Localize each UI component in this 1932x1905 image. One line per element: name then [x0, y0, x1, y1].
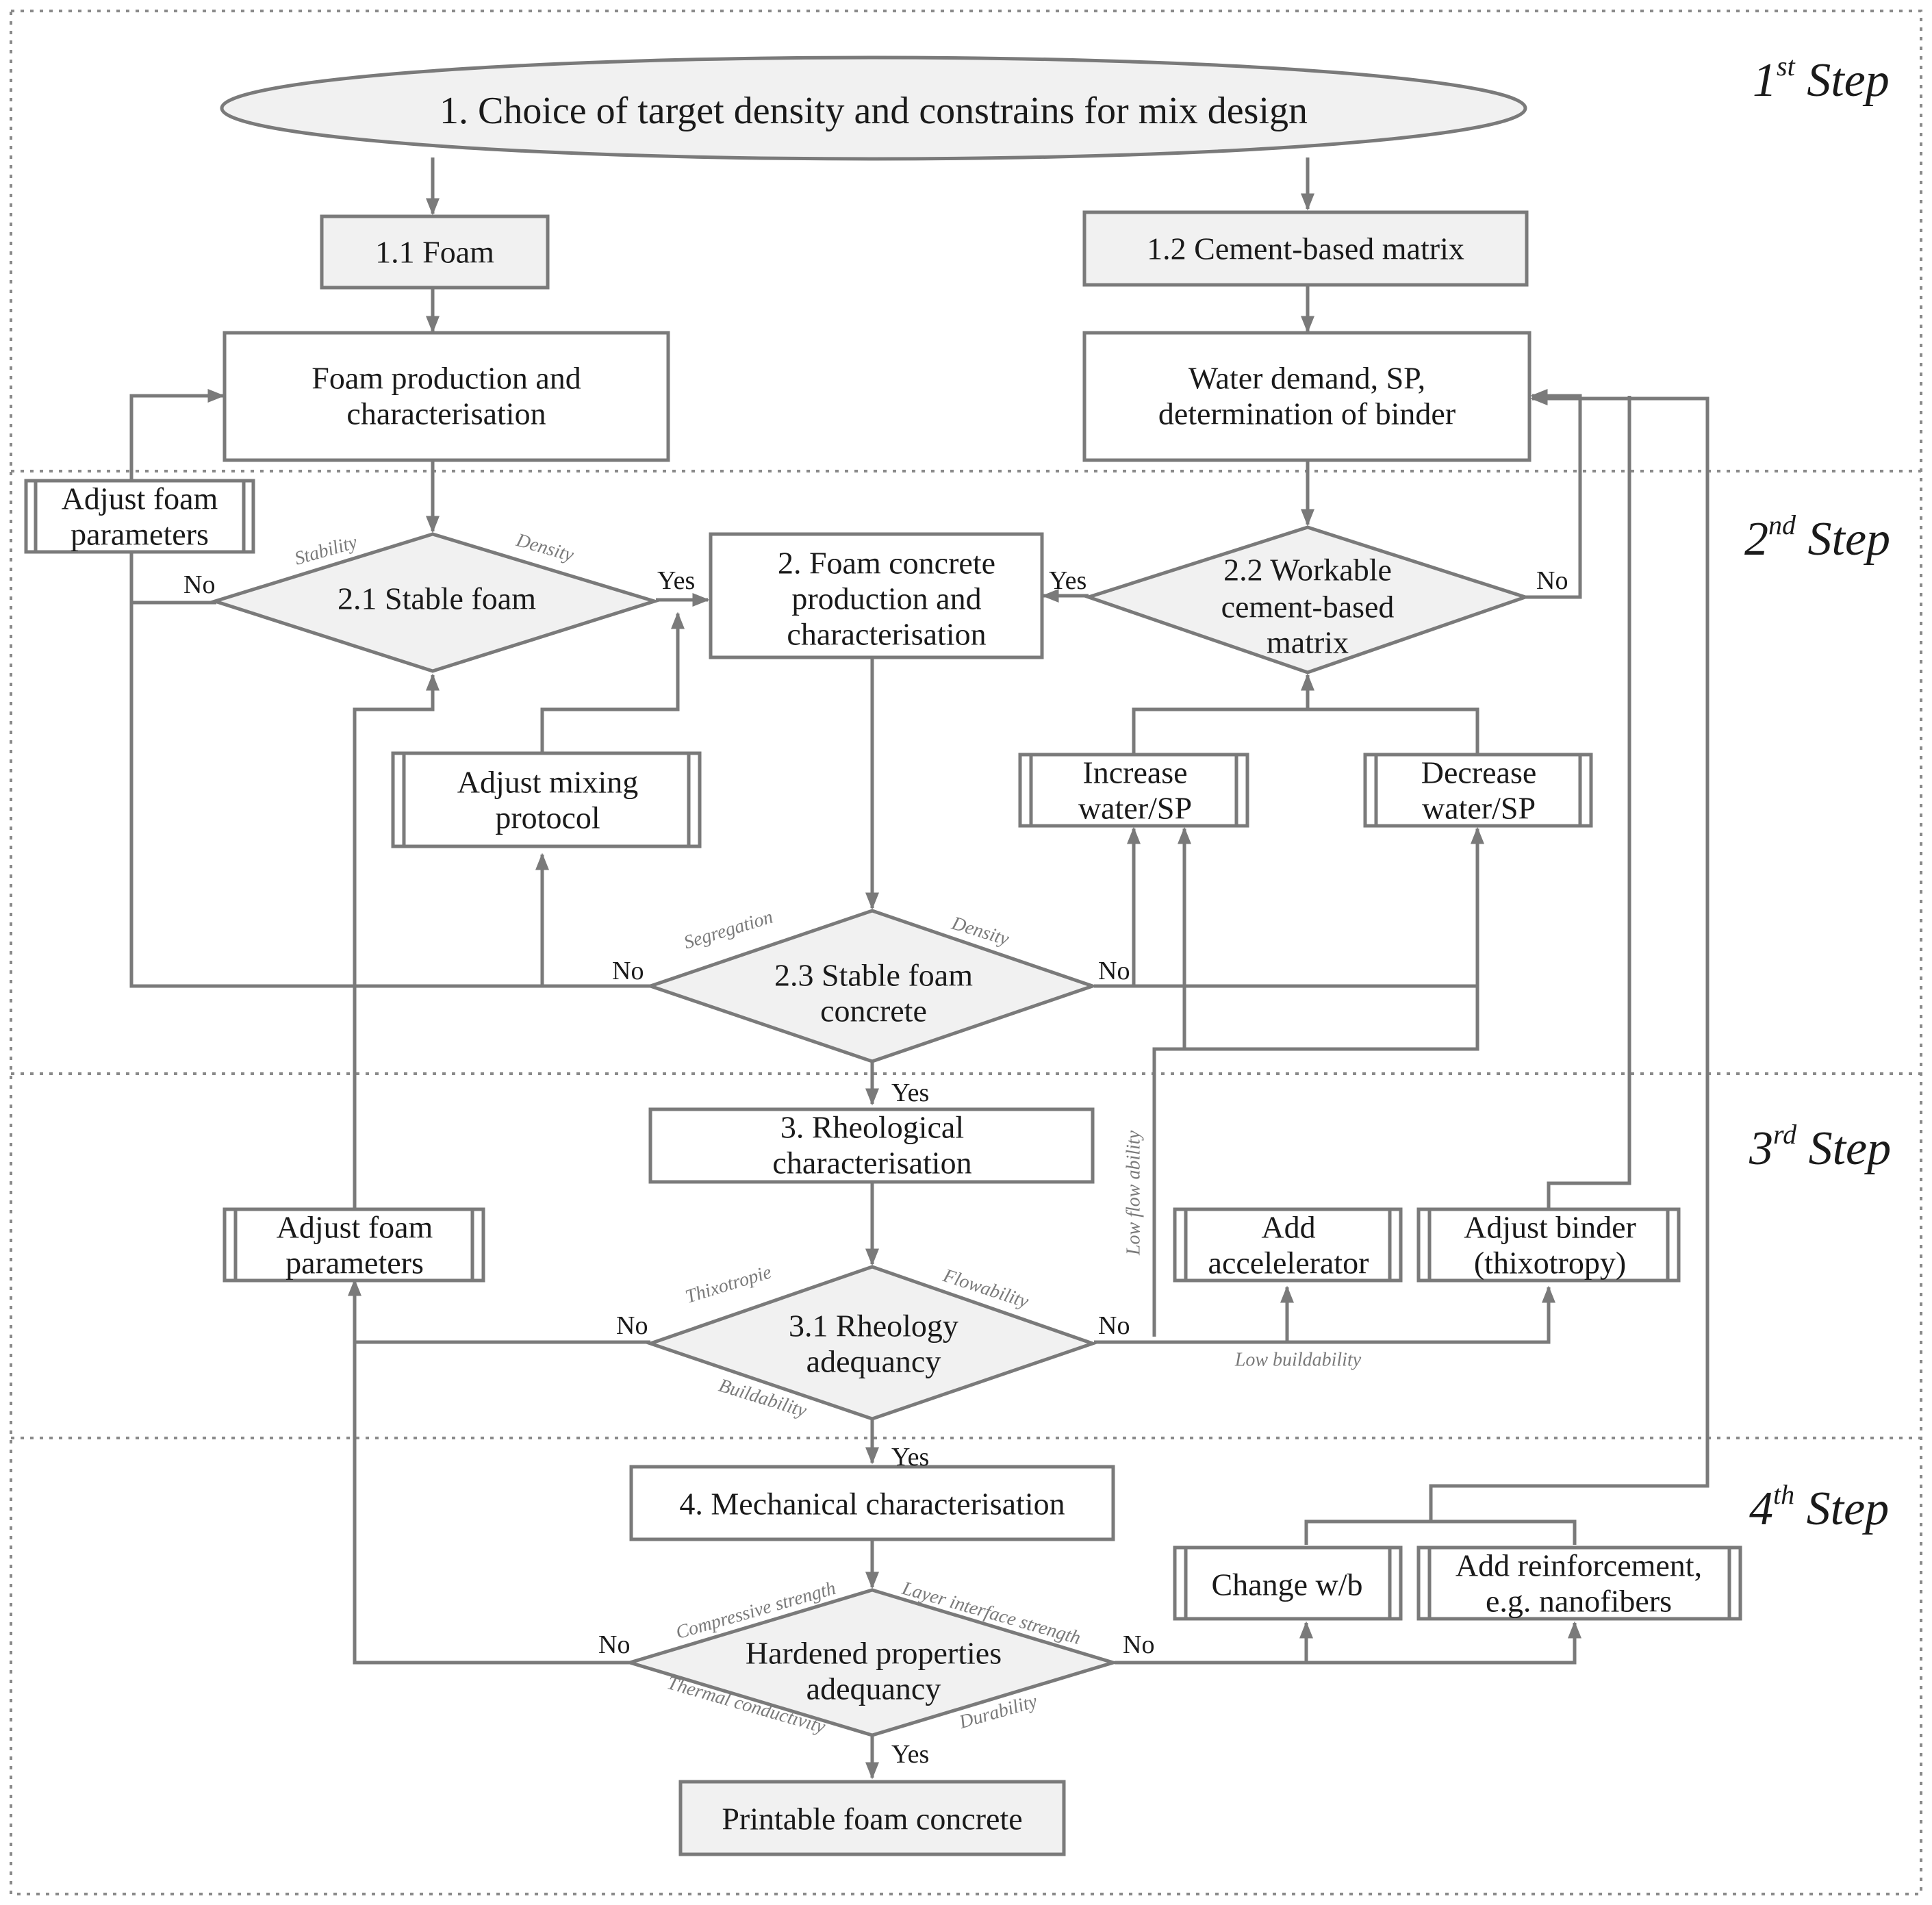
svg-text:1.2 Cement-based matrix: 1.2 Cement-based matrix — [1147, 231, 1464, 266]
foam-production-box: Foam production and characterisation — [223, 331, 670, 462]
svg-text:3. Rheological: 3. Rheological — [780, 1110, 964, 1145]
stable-foam-concrete-decision: 2.3 Stable foam concrete — [645, 909, 1098, 1063]
svg-text:Water demand, SP,: Water demand, SP, — [1189, 361, 1425, 396]
svg-text:Printable foam concrete: Printable foam concrete — [722, 1802, 1022, 1837]
label-thixotropie: Thixotropie — [683, 1261, 774, 1308]
svg-text:matrix: matrix — [1267, 625, 1349, 660]
svg-text:Adjust binder: Adjust binder — [1464, 1210, 1636, 1245]
rheological-characterisation-box: 3. Rheological characterisation — [648, 1107, 1095, 1184]
step-4-label: 4th Step — [1749, 1479, 1889, 1535]
step-3-label: 3rd Step — [1749, 1119, 1891, 1175]
adjust-foam-params-box-2: Adjust foam parameters — [223, 1207, 485, 1283]
svg-text:2.1 Stable foam: 2.1 Stable foam — [338, 581, 536, 616]
label-segregation: Segregation — [681, 907, 775, 954]
label-yes-2-2: Yes — [1049, 566, 1086, 595]
svg-text:Add reinforcement,: Add reinforcement, — [1456, 1548, 1702, 1583]
rheology-adequacy-decision: 3.1 Rheology adequancy — [645, 1265, 1098, 1421]
svg-text:characterisation: characterisation — [772, 1146, 971, 1181]
step-frame — [10, 10, 1922, 1895]
svg-text:production and: production and — [791, 581, 981, 616]
svg-text:Hardened properties: Hardened properties — [746, 1636, 1002, 1671]
label-low-flowability: Low flow ability — [1123, 1130, 1145, 1256]
label-no-2-2: No — [1536, 566, 1568, 595]
svg-text:adequancy: adequancy — [806, 1671, 941, 1706]
start-node: 1. Choice of target density and constrai… — [220, 55, 1527, 161]
label-yes-hardened: Yes — [891, 1740, 929, 1769]
label-no-3-1-left: No — [616, 1311, 648, 1340]
foam-concrete-production-box: 2. Foam concrete production and characte… — [709, 532, 1044, 659]
svg-text:2.3 Stable foam: 2.3 Stable foam — [774, 958, 973, 993]
svg-text:Adjust foam: Adjust foam — [62, 481, 218, 516]
svg-text:Add: Add — [1261, 1210, 1315, 1245]
label-yes-2-3: Yes — [891, 1078, 929, 1107]
svg-text:parameters: parameters — [71, 517, 209, 552]
label-no-2-3-right: No — [1098, 957, 1130, 985]
step-1-label: 1st Step — [1753, 51, 1890, 107]
add-reinforcement-box: Add reinforcement, e.g. nanofibers — [1416, 1546, 1742, 1621]
increase-water-sp-box: Increase water/SP — [1018, 753, 1249, 828]
svg-text:water/SP: water/SP — [1422, 791, 1536, 826]
step-2-label: 2nd Step — [1744, 509, 1890, 566]
svg-text:2. Foam concrete: 2. Foam concrete — [778, 546, 995, 581]
label-no-2-1: No — [183, 570, 215, 599]
svg-text:characterisation: characterisation — [787, 617, 986, 652]
hardened-properties-decision: Hardened properties adequancy — [624, 1588, 1119, 1737]
svg-text:2.2 Workable: 2.2 Workable — [1223, 553, 1392, 588]
label-no-hardened-right: No — [1123, 1630, 1154, 1659]
add-accelerator-box: Add accelelerator — [1173, 1207, 1403, 1283]
water-demand-box: Water demand, SP, determination of binde… — [1082, 331, 1531, 462]
label-no-2-3-left: No — [612, 957, 644, 985]
foam-box: 1.1 Foam — [320, 214, 550, 290]
adjust-mixing-protocol-box: Adjust mixing protocol — [391, 751, 702, 848]
stable-foam-decision: 2.1 Stable foam — [209, 532, 661, 673]
workable-matrix-decision: 2.2 Workable cement-based matrix — [1083, 525, 1531, 674]
svg-text:adequancy: adequancy — [806, 1344, 941, 1379]
svg-text:concrete: concrete — [820, 994, 927, 1029]
svg-text:Increase: Increase — [1082, 755, 1187, 790]
label-no-hardened-left: No — [598, 1630, 630, 1659]
label-low-buildability: Low buildability — [1234, 1350, 1362, 1371]
svg-text:protocol: protocol — [495, 800, 600, 835]
svg-text:1.1 Foam: 1.1 Foam — [375, 235, 494, 270]
svg-text:Adjust mixing: Adjust mixing — [457, 765, 639, 800]
printable-foam-concrete-box: Printable foam concrete — [678, 1780, 1066, 1856]
svg-text:cement-based: cement-based — [1221, 590, 1395, 625]
svg-text:Foam production and: Foam production and — [312, 361, 581, 396]
svg-text:water/SP: water/SP — [1078, 791, 1192, 826]
svg-text:determination of binder: determination of binder — [1158, 396, 1456, 431]
svg-text:Adjust foam: Adjust foam — [277, 1210, 433, 1245]
change-wb-box: Change w/b — [1173, 1546, 1403, 1621]
label-yes-3-1: Yes — [891, 1443, 929, 1472]
label-yes-2-1: Yes — [657, 566, 695, 595]
svg-text:parameters: parameters — [285, 1246, 424, 1280]
decrease-water-sp-box: Decrease water/SP — [1363, 753, 1593, 828]
svg-text:characterisation: characterisation — [346, 396, 546, 431]
label-no-3-1-right: No — [1098, 1311, 1130, 1340]
svg-text:e.g. nanofibers: e.g. nanofibers — [1486, 1584, 1672, 1619]
mechanical-characterisation-box: 4. Mechanical characterisation — [629, 1465, 1115, 1541]
svg-text:accelelerator: accelelerator — [1208, 1246, 1369, 1280]
cement-matrix-box: 1.2 Cement-based matrix — [1082, 210, 1529, 287]
svg-text:4. Mechanical characterisation: 4. Mechanical characterisation — [679, 1487, 1065, 1522]
svg-text:1. Choice of target density an: 1. Choice of target density and constrai… — [440, 90, 1308, 132]
adjust-foam-params-box-1: Adjust foam parameters — [24, 479, 255, 554]
svg-text:Decrease: Decrease — [1421, 755, 1537, 790]
adjust-binder-box: Adjust binder (thixotropy) — [1416, 1207, 1681, 1283]
svg-text:(thixotropy): (thixotropy) — [1474, 1246, 1626, 1280]
svg-text:3.1 Rheology: 3.1 Rheology — [789, 1309, 958, 1343]
svg-text:Change w/b: Change w/b — [1211, 1567, 1362, 1602]
